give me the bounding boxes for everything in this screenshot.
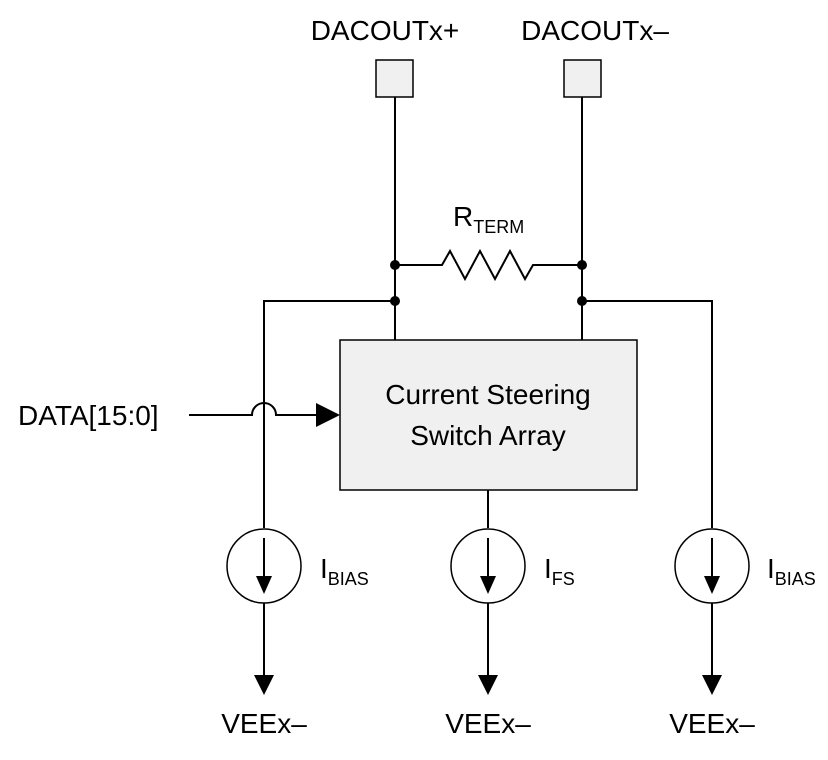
data-input-label: DATA[15:0] — [18, 400, 159, 431]
left-vee-arrow — [254, 675, 274, 695]
center-ifs-arrow-icon — [480, 576, 496, 594]
right-ibias-label: IBIAS — [767, 553, 816, 589]
right-ibias-arrow-icon — [704, 576, 720, 594]
right-bias-wire — [582, 300, 713, 528]
dacout-positive-pad — [375, 59, 414, 98]
node-negative-bias — [577, 296, 587, 306]
dacout-positive-label: DACOUTx+ — [311, 15, 460, 46]
rterm-resistor — [395, 248, 582, 282]
data-input-wire — [189, 402, 318, 416]
right-vee-label: VEEx– — [669, 708, 755, 739]
left-ibias-label: IBIAS — [320, 553, 369, 589]
node-positive-rterm — [390, 260, 400, 270]
dacout-negative-label: DACOUTx– — [521, 15, 669, 46]
dacout-negative-pad — [563, 59, 602, 98]
left-bias-wire — [263, 300, 395, 528]
data-input-arrow — [316, 403, 340, 427]
node-positive-bias — [390, 296, 400, 306]
node-negative-rterm — [577, 260, 587, 270]
switch-array-label-line1: Current Steering — [385, 379, 590, 410]
right-vee-arrow — [702, 675, 722, 695]
current-steering-switch-array — [339, 339, 638, 491]
left-ibias-arrow-icon — [256, 576, 272, 594]
switch-array-label-line2: Switch Array — [410, 420, 566, 451]
center-vee-label: VEEx– — [445, 708, 531, 739]
center-ifs-label: IFS — [544, 553, 575, 589]
left-vee-label: VEEx– — [221, 708, 307, 739]
rterm-label: RTERM — [453, 201, 524, 237]
center-vee-arrow — [478, 675, 498, 695]
